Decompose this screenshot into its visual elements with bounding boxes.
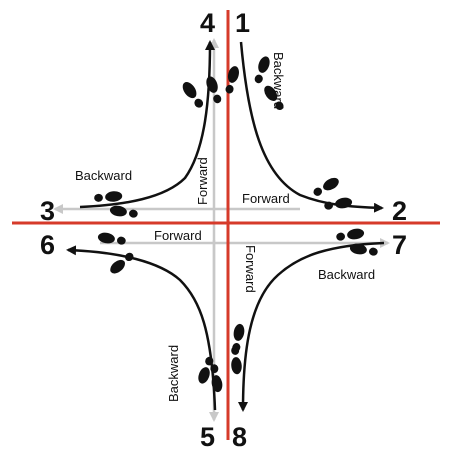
position-number-3: 3 bbox=[40, 196, 55, 226]
curve-to-6 bbox=[66, 245, 217, 411]
label-backward-bottom-left: Backward bbox=[166, 345, 181, 402]
position-number-8: 8 bbox=[232, 422, 247, 452]
label-forward-horizontal-right: Forward bbox=[242, 191, 290, 206]
position-number-1: 1 bbox=[235, 8, 250, 38]
position-number-7: 7 bbox=[392, 230, 407, 260]
curve-3-to-4 bbox=[79, 40, 215, 209]
label-forward-vertical-up: Forward bbox=[195, 157, 210, 205]
label-backward-top-right: Backward bbox=[271, 52, 286, 109]
label-forward-horizontal-left: Forward bbox=[154, 228, 202, 243]
label-forward-vertical-down: Forward bbox=[243, 245, 258, 293]
position-number-4: 4 bbox=[200, 8, 215, 38]
position-number-6: 6 bbox=[40, 230, 55, 260]
position-number-5: 5 bbox=[200, 422, 215, 452]
position-number-2: 2 bbox=[392, 196, 407, 226]
curve-to-8 bbox=[238, 241, 385, 412]
label-backward-right: Backward bbox=[318, 267, 375, 282]
label-backward-left: Backward bbox=[75, 168, 132, 183]
